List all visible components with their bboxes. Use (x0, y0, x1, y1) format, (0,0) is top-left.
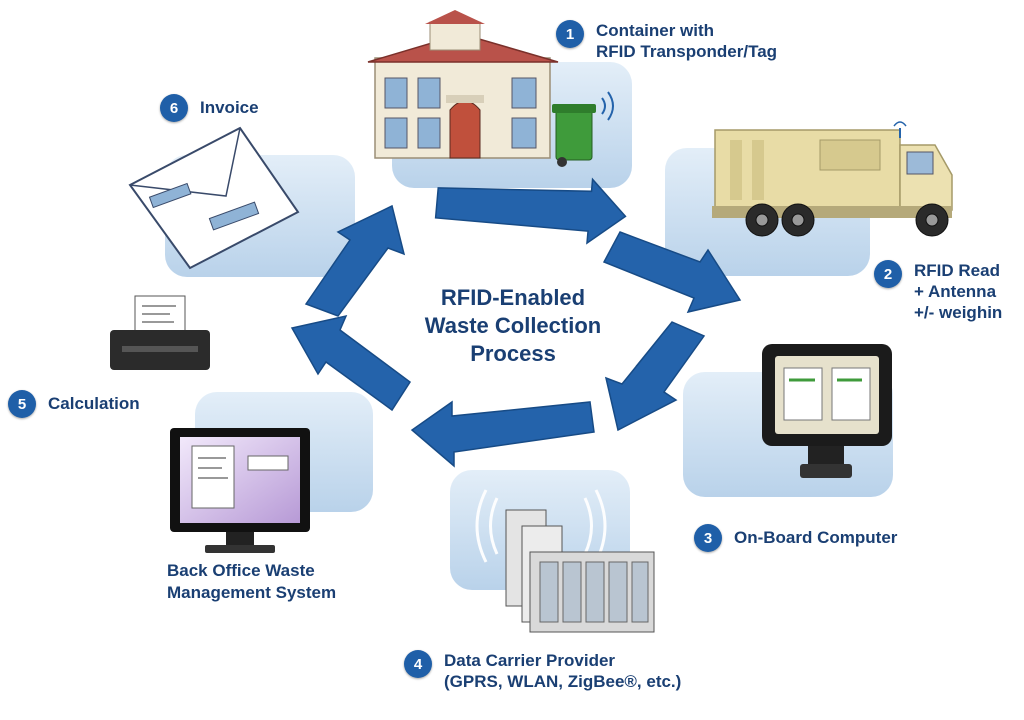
data-carrier-devices-icon (475, 489, 655, 633)
step-5-badge: 5 (8, 390, 36, 418)
arrow-segment (604, 321, 706, 432)
step-6-label: 6 Invoice (160, 94, 259, 122)
waste-bin-icon (552, 104, 596, 167)
onboard-computer-icon (762, 344, 892, 478)
arrow-segment (290, 314, 412, 412)
back-office-monitor-icon (170, 428, 310, 553)
step-1-label: 1 Container with RFID Transponder/Tag (556, 20, 777, 62)
step-4-badge: 4 (404, 650, 432, 678)
step-1-badge: 1 (556, 20, 584, 48)
garbage-truck-illustration (712, 121, 953, 218)
house-illustration (367, 10, 559, 159)
arrow-segment (434, 177, 627, 245)
envelope-icon (128, 126, 300, 270)
step-2-label: 2 RFID Read + Antenna +/- weighin (874, 260, 1002, 323)
step-6-badge: 6 (160, 94, 188, 122)
signal-waves-icon (601, 91, 614, 121)
truck-wheels (745, 203, 949, 237)
printer-icon (110, 295, 210, 370)
arrow-segment (410, 400, 595, 468)
center-title: RFID-Enabled Waste Collection Process (424, 285, 602, 366)
step-3-badge: 3 (694, 524, 722, 552)
cycle-arrows (290, 177, 742, 468)
step-3-label: 3 On-Board Computer (694, 524, 897, 552)
arrow-segment (602, 231, 742, 314)
arrow-segment (304, 204, 406, 317)
back-office-label: Back Office Waste Management System (167, 561, 337, 602)
step-5-label: 5 Calculation (8, 390, 140, 418)
step-2-badge: 2 (874, 260, 902, 288)
step-4-label: 4 Data Carrier Provider (GPRS, WLAN, Zig… (404, 650, 681, 692)
